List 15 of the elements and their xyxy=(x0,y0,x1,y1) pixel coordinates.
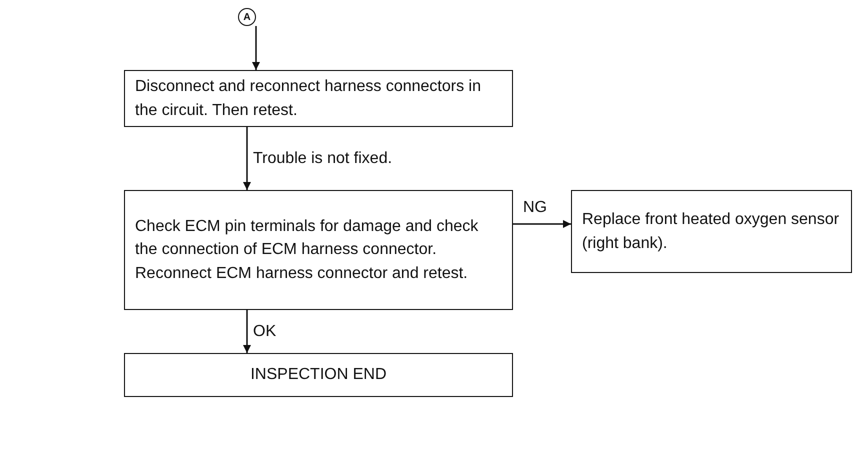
process-box xyxy=(124,190,513,310)
process-box xyxy=(571,190,852,273)
process-box xyxy=(124,70,513,127)
process-box xyxy=(124,353,513,397)
step-text: Check ECM pin terminals for damage and check the connection of ECM harness connector. Reconnect ECM harness connector and retest. xyxy=(135,217,480,284)
step-text: Replace front heated oxygen sensor (right bank). xyxy=(582,210,840,254)
arrow xyxy=(243,310,251,353)
edge-label: Trouble is not fixed. xyxy=(253,150,392,166)
step-text: INSPECTION END xyxy=(250,365,386,386)
arrow xyxy=(243,127,251,190)
edge-label: OK xyxy=(253,324,276,340)
connector-circle: A xyxy=(238,8,256,26)
step-text: Disconnect and reconnect harness connectors in the circuit. Then retest. xyxy=(135,77,482,120)
arrow xyxy=(513,220,571,228)
arrow xyxy=(252,26,260,70)
